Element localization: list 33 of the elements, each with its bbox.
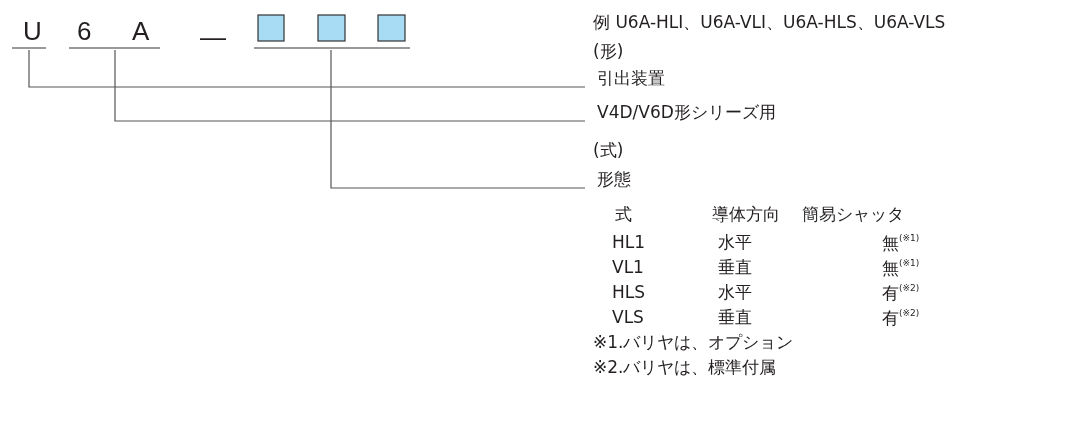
item-label: 引出装置 — [597, 70, 677, 90]
type-note: (式) — [593, 142, 624, 159]
code-letter: A — [132, 18, 150, 44]
table-cell: HL1 — [612, 234, 646, 251]
code-box — [317, 14, 346, 42]
table-cell: 垂直 — [718, 259, 752, 276]
example-text: 例 U6A-HLI、U6A-VLI、U6A-HLS、U6A-VLS — [593, 14, 946, 31]
column-header: 導体方向 — [712, 206, 780, 223]
footnote: ※2.バリヤは、標準付属 — [593, 359, 777, 376]
table-cell: VLS — [612, 309, 644, 326]
table-cell: 無$^{(※1)}$ — [882, 259, 920, 277]
table-cell: 有$^{(※2)}$ — [882, 309, 920, 327]
item-label: V4D/V6D形シリーズ用 — [597, 104, 787, 124]
code-letter: 6 — [77, 18, 92, 44]
code-box — [257, 14, 285, 42]
column-header: 簡易シャッタ — [802, 206, 904, 223]
code-letter: U — [23, 18, 42, 44]
table-cell: 水平 — [718, 234, 752, 251]
leader-line — [114, 49, 586, 122]
code-box — [377, 14, 406, 42]
column-header: 式 — [615, 206, 632, 223]
footnote: ※1.バリヤは、オプション — [593, 334, 794, 351]
leader-line — [28, 49, 586, 88]
type-note: (形) — [593, 43, 624, 60]
leader-line — [330, 49, 586, 189]
dash-sign: — — [200, 24, 226, 50]
table-cell: VL1 — [612, 259, 644, 276]
item-label: 形態 — [597, 171, 637, 191]
table-cell: 垂直 — [718, 309, 752, 326]
table-cell: 有$^{(※2)}$ — [882, 284, 920, 302]
table-cell: 無$^{(※1)}$ — [882, 234, 920, 252]
table-cell: HLS — [612, 284, 646, 301]
table-cell: 水平 — [718, 284, 752, 301]
